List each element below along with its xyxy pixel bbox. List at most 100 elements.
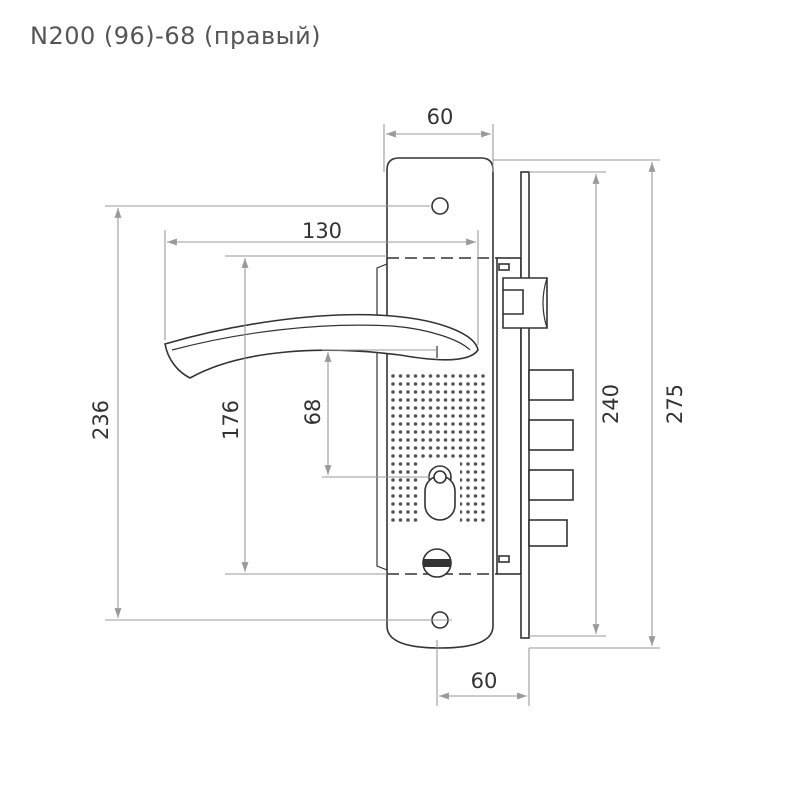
pattern-dot [398, 390, 403, 394]
dim-handle-length: 130 [164, 219, 479, 345]
dim-fixing-distance-label: 176 [219, 400, 243, 440]
dim-backset: 60 [436, 640, 530, 706]
pattern-dot [436, 398, 440, 402]
pattern-dot [391, 438, 395, 442]
pattern-dot [421, 422, 425, 426]
dim-lock-body-height: 240 [529, 171, 623, 637]
pattern-dot [406, 446, 410, 450]
pattern-dot [398, 438, 403, 442]
dim-faceplate-height: 275 [493, 159, 687, 649]
pattern-dot [398, 502, 403, 506]
pattern-dot [473, 454, 478, 458]
pattern-dot [421, 446, 425, 450]
pattern-dot [466, 374, 470, 378]
pattern-dot [398, 422, 403, 426]
pattern-dot [473, 390, 478, 394]
pattern-dot [481, 486, 485, 490]
pattern-dot [406, 398, 410, 402]
pattern-dot [451, 438, 455, 442]
pattern-dot [443, 390, 448, 394]
top-screw-hole [431, 197, 449, 215]
pattern-dot [413, 382, 418, 386]
pattern-dot [443, 382, 448, 386]
pattern-dot [473, 518, 478, 522]
dim-plate-height: 236 [89, 205, 452, 621]
pattern-dot [466, 446, 470, 450]
pattern-dot [391, 406, 395, 410]
pattern-dot [398, 518, 403, 522]
pattern-dot [421, 438, 425, 442]
pattern-dot [413, 390, 418, 394]
pattern-dot [481, 414, 485, 418]
pattern-dot [428, 374, 433, 378]
pattern-dot [413, 470, 418, 474]
dim-plate-width-label: 60 [427, 105, 454, 129]
pattern-dot [451, 454, 455, 458]
pattern-dot [473, 462, 478, 466]
pattern-dot [421, 414, 425, 418]
pattern-dot [391, 502, 395, 506]
bolt-1 [528, 369, 574, 401]
pattern-dot [413, 510, 418, 514]
pattern-dot [398, 470, 403, 474]
pattern-dot [466, 462, 470, 466]
pattern-dot [436, 454, 440, 458]
pattern-dot [466, 502, 470, 506]
pattern-dot [406, 414, 410, 418]
pattern-dot [458, 454, 463, 458]
pattern-dot [391, 446, 395, 450]
pattern-dot [481, 510, 485, 514]
pattern-dot [481, 430, 485, 434]
cylinder-keyhole [420, 462, 460, 522]
pattern-dot [406, 382, 410, 386]
pattern-dot [443, 414, 448, 418]
pattern-dot [473, 486, 478, 490]
pattern-dot [413, 486, 418, 490]
drawing-title: N200 (96)-68 (правый) [30, 22, 322, 50]
pattern-dot [473, 406, 478, 410]
pattern-dot [398, 454, 403, 458]
pattern-dot [451, 422, 455, 426]
pattern-dot [391, 518, 395, 522]
pattern-dot [391, 486, 395, 490]
dim-lock-body-height-label: 240 [599, 384, 623, 424]
pattern-dot [473, 374, 478, 378]
pattern-dot [391, 390, 395, 394]
pattern-dot [398, 446, 403, 450]
pattern-dot [458, 382, 463, 386]
pattern-dot [398, 494, 403, 498]
pattern-dot [391, 374, 395, 378]
pattern-dot [436, 374, 440, 378]
pattern-dot [406, 486, 410, 490]
pattern-dot [391, 414, 395, 418]
pattern-dot [481, 462, 485, 466]
pattern-dot [436, 390, 440, 394]
dim-plate-height-label: 236 [89, 400, 113, 440]
pattern-dot [481, 438, 485, 442]
pattern-dot [406, 422, 410, 426]
pattern-dot [413, 398, 418, 402]
pattern-dot [481, 382, 485, 386]
pattern-dot [406, 390, 410, 394]
pattern-dot [391, 462, 395, 466]
latch [502, 277, 548, 329]
escutcheon-plate [376, 157, 497, 649]
faceplate [520, 171, 530, 639]
pattern-dot [398, 510, 403, 514]
pattern-dot [458, 446, 463, 450]
pattern-dot [466, 422, 470, 426]
pattern-dot [458, 390, 463, 394]
pattern-dot [398, 374, 403, 378]
pattern-dot [406, 374, 410, 378]
pattern-dot [481, 518, 485, 522]
pattern-dot [391, 430, 395, 434]
pattern-dot [428, 398, 433, 402]
pattern-dot [451, 382, 455, 386]
pattern-dot [406, 438, 410, 442]
pattern-dot [458, 438, 463, 442]
pattern-dot [398, 486, 403, 490]
pattern-dot [428, 414, 433, 418]
pattern-dot [413, 494, 418, 498]
dim-fixing-distance: 176 [219, 255, 387, 575]
pattern-dot [413, 502, 418, 506]
